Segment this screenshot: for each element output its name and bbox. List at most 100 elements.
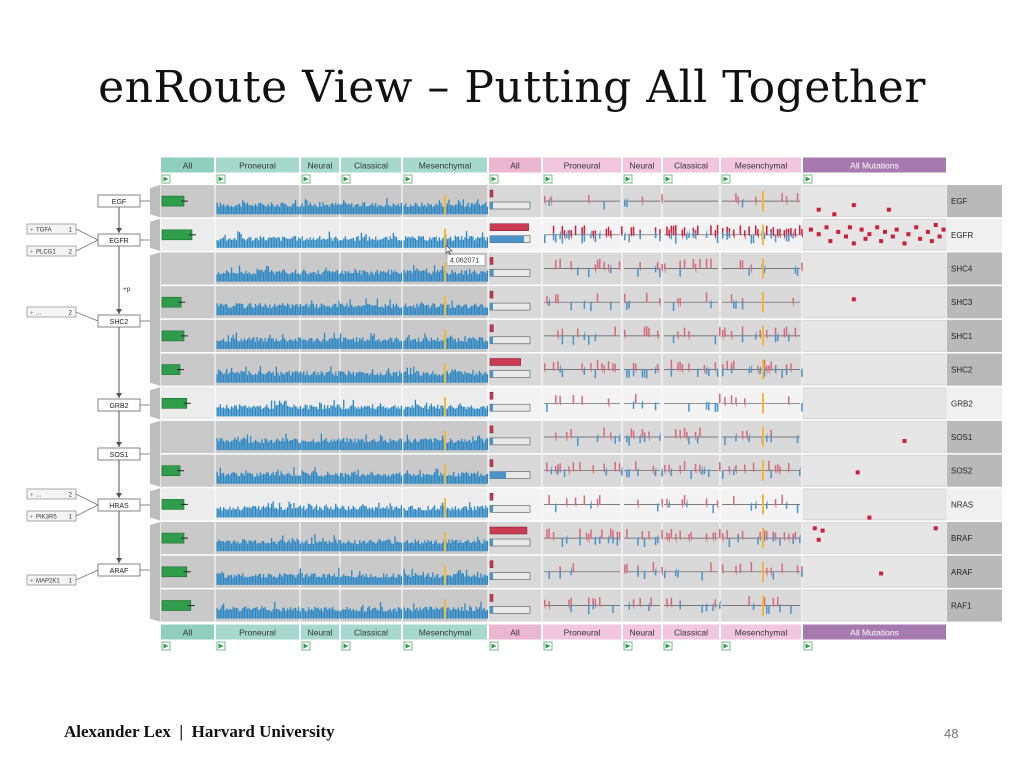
toggle-icon[interactable] xyxy=(301,174,311,184)
row-shc3[interactable]: SHC3 xyxy=(160,286,1003,319)
frequency-bar xyxy=(161,600,192,611)
column-header-expr-classical-top[interactable]: Classical xyxy=(340,156,402,184)
gene-label-sos1[interactable]: SOS1 xyxy=(947,420,1002,454)
toggle-icon[interactable] xyxy=(663,641,673,651)
toggle-icon[interactable] xyxy=(216,174,226,184)
column-header-mut-all-top[interactable]: All xyxy=(488,156,542,184)
toggle-icon[interactable] xyxy=(623,641,633,651)
row-grb2[interactable]: GRB2 xyxy=(160,387,1003,420)
expression-bars xyxy=(216,433,301,451)
side-node-3[interactable]: +...2 xyxy=(26,488,99,506)
toggle-icon[interactable] xyxy=(161,641,171,651)
column-header-mut-neural-bottom[interactable]: Neural xyxy=(622,623,662,651)
pathway-node-hras[interactable]: HRAS xyxy=(97,498,150,512)
column-header-mut-mesenchymal-top[interactable]: Mesenchymal xyxy=(720,156,802,184)
gene-label-raf1[interactable]: RAF1 xyxy=(947,589,1002,622)
column-header-expr-all-bottom[interactable]: All xyxy=(160,623,215,651)
mutation-ticks xyxy=(722,561,803,578)
toggle-icon[interactable] xyxy=(216,641,226,651)
toggle-icon[interactable] xyxy=(301,641,311,651)
side-node-2[interactable]: +...2 xyxy=(26,306,99,322)
expression-bars xyxy=(403,399,488,417)
gene-label-shc2[interactable]: SHC2 xyxy=(947,353,1002,386)
toggle-icon[interactable] xyxy=(403,641,413,651)
header-label: Mesenchymal xyxy=(419,628,472,638)
gene-label-shc4[interactable]: SHC4 xyxy=(947,252,1002,285)
toggle-icon[interactable] xyxy=(623,174,633,184)
column-header-mut-mesenchymal-bottom[interactable]: Mesenchymal xyxy=(720,623,802,651)
column-header-mut-neural-top[interactable]: Neural xyxy=(622,156,662,184)
row-braf[interactable]: BRAF xyxy=(160,522,1003,555)
gene-label-araf[interactable]: ARAF xyxy=(947,555,1002,588)
column-header-all-mutations-top[interactable]: All Mutations xyxy=(802,156,947,184)
toggle-icon[interactable] xyxy=(341,174,351,184)
column-header-expr-proneural-top[interactable]: Proneural xyxy=(215,156,300,184)
row-sos2[interactable]: SOS2 xyxy=(160,454,1003,487)
column-header-all-mutations-bottom[interactable]: All Mutations xyxy=(802,623,947,651)
pathway-node-araf[interactable]: ARAF xyxy=(97,563,150,577)
header-cell-bg xyxy=(622,623,662,641)
gene-label-sos2[interactable]: SOS2 xyxy=(947,454,1002,487)
gene-label-shc3[interactable]: SHC3 xyxy=(947,286,1002,319)
mutation-frequency-bar xyxy=(489,324,494,333)
toggle-icon[interactable] xyxy=(341,641,351,651)
side-node-box xyxy=(26,574,77,586)
row-egfr[interactable]: EGFR xyxy=(160,218,1003,251)
toggle-icon[interactable] xyxy=(403,174,413,184)
row-egf[interactable]: EGF xyxy=(160,185,1003,218)
gene-label: RAF1 xyxy=(951,602,972,611)
row-nras[interactable]: NRAS xyxy=(160,488,1003,521)
gene-label-braf[interactable]: BRAF xyxy=(947,522,1002,555)
expression-bars xyxy=(301,366,342,383)
column-header-expr-all-top[interactable]: All xyxy=(160,156,215,184)
column-header-expr-neural-top[interactable]: Neural xyxy=(300,156,340,184)
gene-label-shc1[interactable]: SHC1 xyxy=(947,319,1002,352)
column-header-mut-proneural-top[interactable]: Proneural xyxy=(542,156,622,184)
copy-number-frequency-bar xyxy=(490,370,494,378)
toggle-icon[interactable] xyxy=(803,641,813,651)
column-header-expr-classical-bottom[interactable]: Classical xyxy=(340,623,402,651)
row-shc4[interactable]: SHC4 xyxy=(160,252,1003,285)
column-header-mut-proneural-bottom[interactable]: Proneural xyxy=(542,623,622,651)
column-header-expr-mesenchymal-bottom[interactable]: Mesenchymal xyxy=(402,623,488,651)
gene-label-grb2[interactable]: GRB2 xyxy=(947,387,1002,420)
gene-label-egf[interactable]: EGF xyxy=(947,185,1002,218)
column-header-expr-proneural-bottom[interactable]: Proneural xyxy=(215,623,300,651)
row-raf1[interactable]: RAF1 xyxy=(160,589,1003,622)
toggle-icon[interactable] xyxy=(721,641,731,651)
toggle-icon[interactable] xyxy=(803,174,813,184)
row-araf[interactable]: ARAF xyxy=(160,555,1003,588)
mutation-ticks xyxy=(555,258,621,275)
toggle-icon[interactable] xyxy=(489,174,499,184)
column-header-mut-classical-bottom[interactable]: Classical xyxy=(662,623,720,651)
mutation-frequency-bar xyxy=(489,459,494,467)
toggle-icon[interactable] xyxy=(489,641,499,651)
row-sos1[interactable]: SOS1 xyxy=(160,420,1003,454)
pathway-node-grb2[interactable]: GRB2 xyxy=(97,398,150,412)
column-header-expr-neural-bottom[interactable]: Neural xyxy=(300,623,340,651)
toggle-icon[interactable] xyxy=(543,174,553,184)
pathway-node-egfr[interactable]: EGFR xyxy=(97,233,150,247)
toggle-icon[interactable] xyxy=(543,641,553,651)
mutation-frequency-bar xyxy=(489,223,529,231)
expression-bars xyxy=(341,434,402,451)
column-header-expr-mesenchymal-top[interactable]: Mesenchymal xyxy=(402,156,488,184)
pathway-node-shc2[interactable]: SHC2 xyxy=(97,314,150,328)
row-shc2[interactable]: SHC2 xyxy=(160,353,1003,386)
node-box xyxy=(97,398,141,412)
pathway-node-egf[interactable]: EGF xyxy=(97,194,150,208)
row-shc1[interactable]: SHC1 xyxy=(160,319,1003,352)
gene-label-egfr[interactable]: EGFR xyxy=(947,218,1002,251)
toggle-icon[interactable] xyxy=(161,174,171,184)
copy-number-frequency-bar xyxy=(490,471,506,479)
column-header-mut-all-bottom[interactable]: All xyxy=(488,623,542,651)
gene-label-nras[interactable]: NRAS xyxy=(947,488,1002,521)
column-header-mut-classical-top[interactable]: Classical xyxy=(662,156,720,184)
toggle-icon[interactable] xyxy=(663,174,673,184)
toggle-icon[interactable] xyxy=(721,174,731,184)
pathway-node-sos1[interactable]: SOS1 xyxy=(97,447,150,461)
